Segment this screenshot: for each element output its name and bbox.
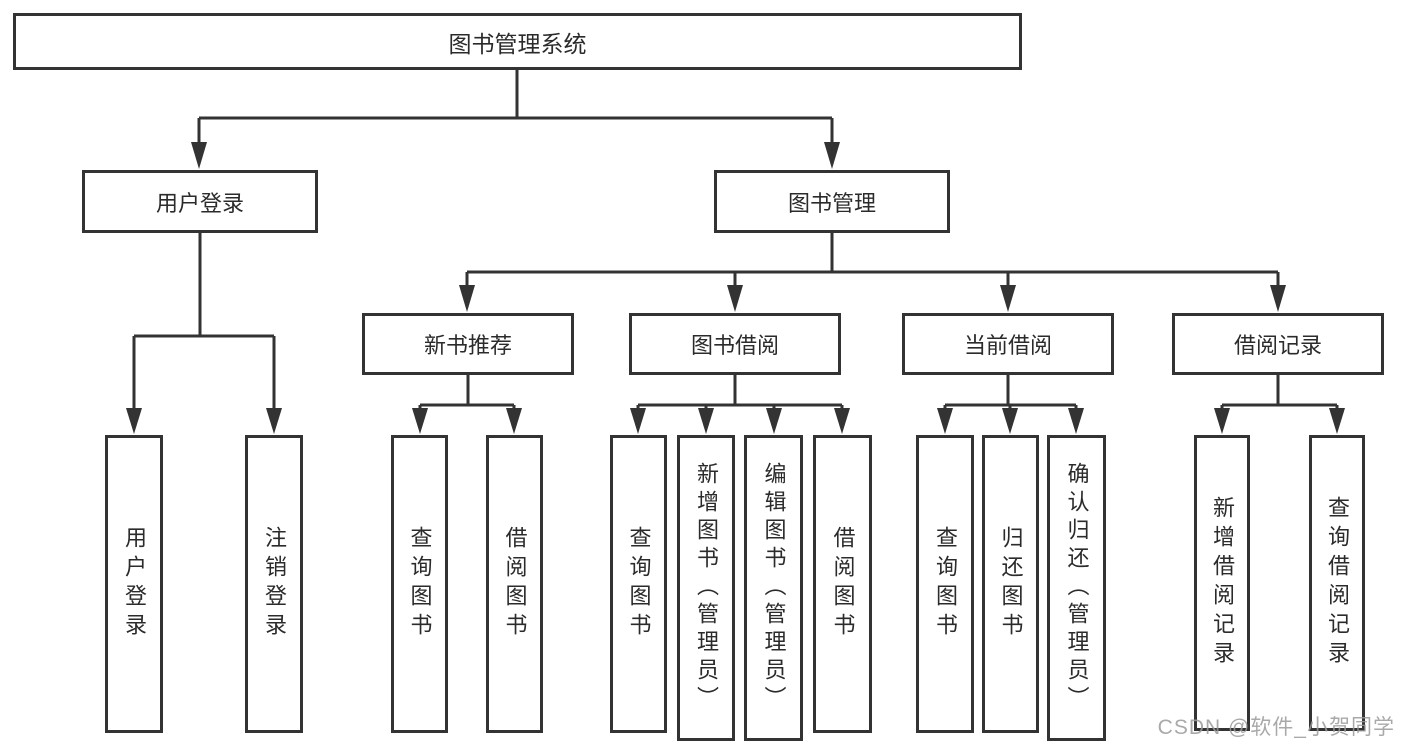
leaf-confirm-return-admin: 确认归还（管理员） [1047,435,1106,741]
leaf-add-borrow-record: 新增借阅记录 [1194,435,1250,731]
node-book-management: 图书管理 [714,170,950,233]
node-label: 编辑图书（管理员） [761,462,787,714]
node-label: 查询图书 [933,526,958,642]
node-label: 查询图书 [626,526,652,642]
node-label: 用户登录 [122,526,147,642]
node-label: 借阅记录 [1233,333,1322,358]
node-borrowing-records: 借阅记录 [1172,313,1384,375]
leaf-return-books: 归还图书 [982,435,1039,733]
node-label: 图书管理 [787,190,876,216]
node-current-borrowing: 当前借阅 [902,313,1114,375]
node-label: 用户登录 [155,190,244,216]
node-label: 图书管理系统 [448,30,587,57]
node-label: 新书推荐 [423,333,512,358]
node-label: 借阅图书 [830,526,856,642]
leaf-borrow-books-2: 借阅图书 [813,435,872,733]
node-label: 归还图书 [998,526,1024,642]
node-label: 注销登录 [262,526,287,642]
leaf-logout: 注销登录 [245,435,303,733]
node-library-management-system: 图书管理系统 [13,13,1022,70]
node-label: 图书借阅 [690,333,779,358]
node-label: 确认归还（管理员） [1064,462,1090,714]
node-label: 借阅图书 [502,526,528,642]
node-label: 查询图书 [407,526,433,642]
leaf-borrow-books-1: 借阅图书 [486,435,543,733]
node-label: 新增借阅记录 [1210,496,1235,670]
node-label: 当前借阅 [963,333,1052,358]
leaf-add-books-admin: 新增图书（管理员） [677,435,735,741]
node-label: 查询借阅记录 [1325,496,1350,670]
node-user-login: 用户登录 [82,170,318,233]
node-new-book-recommendation: 新书推荐 [362,313,574,375]
node-book-borrowing: 图书借阅 [629,313,841,375]
leaf-user-login: 用户登录 [105,435,163,733]
node-label: 新增图书（管理员） [694,462,719,714]
leaf-query-books-1: 查询图书 [391,435,448,733]
arrowheads [126,142,1345,434]
leaf-edit-books-admin: 编辑图书（管理员） [744,435,803,741]
leaf-query-borrow-record: 查询借阅记录 [1309,435,1365,731]
csdn-watermark: CSDN @软件_小贺同学 [1157,716,1395,739]
leaf-query-books-3: 查询图书 [916,435,974,733]
leaf-query-books-2: 查询图书 [610,435,667,733]
